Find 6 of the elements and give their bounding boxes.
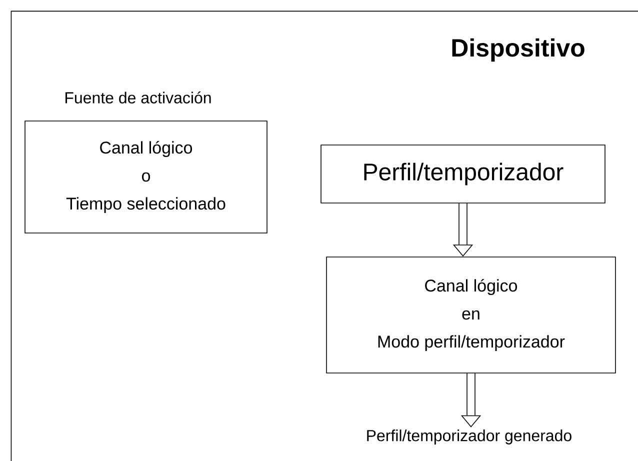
- process-box: Canal lógico o Tiempo seleccionado: [24, 120, 268, 234]
- output-text: Perfil/temporizador generado: [367, 430, 572, 444]
- process-box: Canal lógico en Modo perfil/temporizador: [326, 256, 616, 374]
- process-box: Perfil/temporizador: [320, 144, 606, 204]
- device-title: Dispositivo: [452, 38, 584, 62]
- box-heading: Fuente de activación: [66, 92, 211, 104]
